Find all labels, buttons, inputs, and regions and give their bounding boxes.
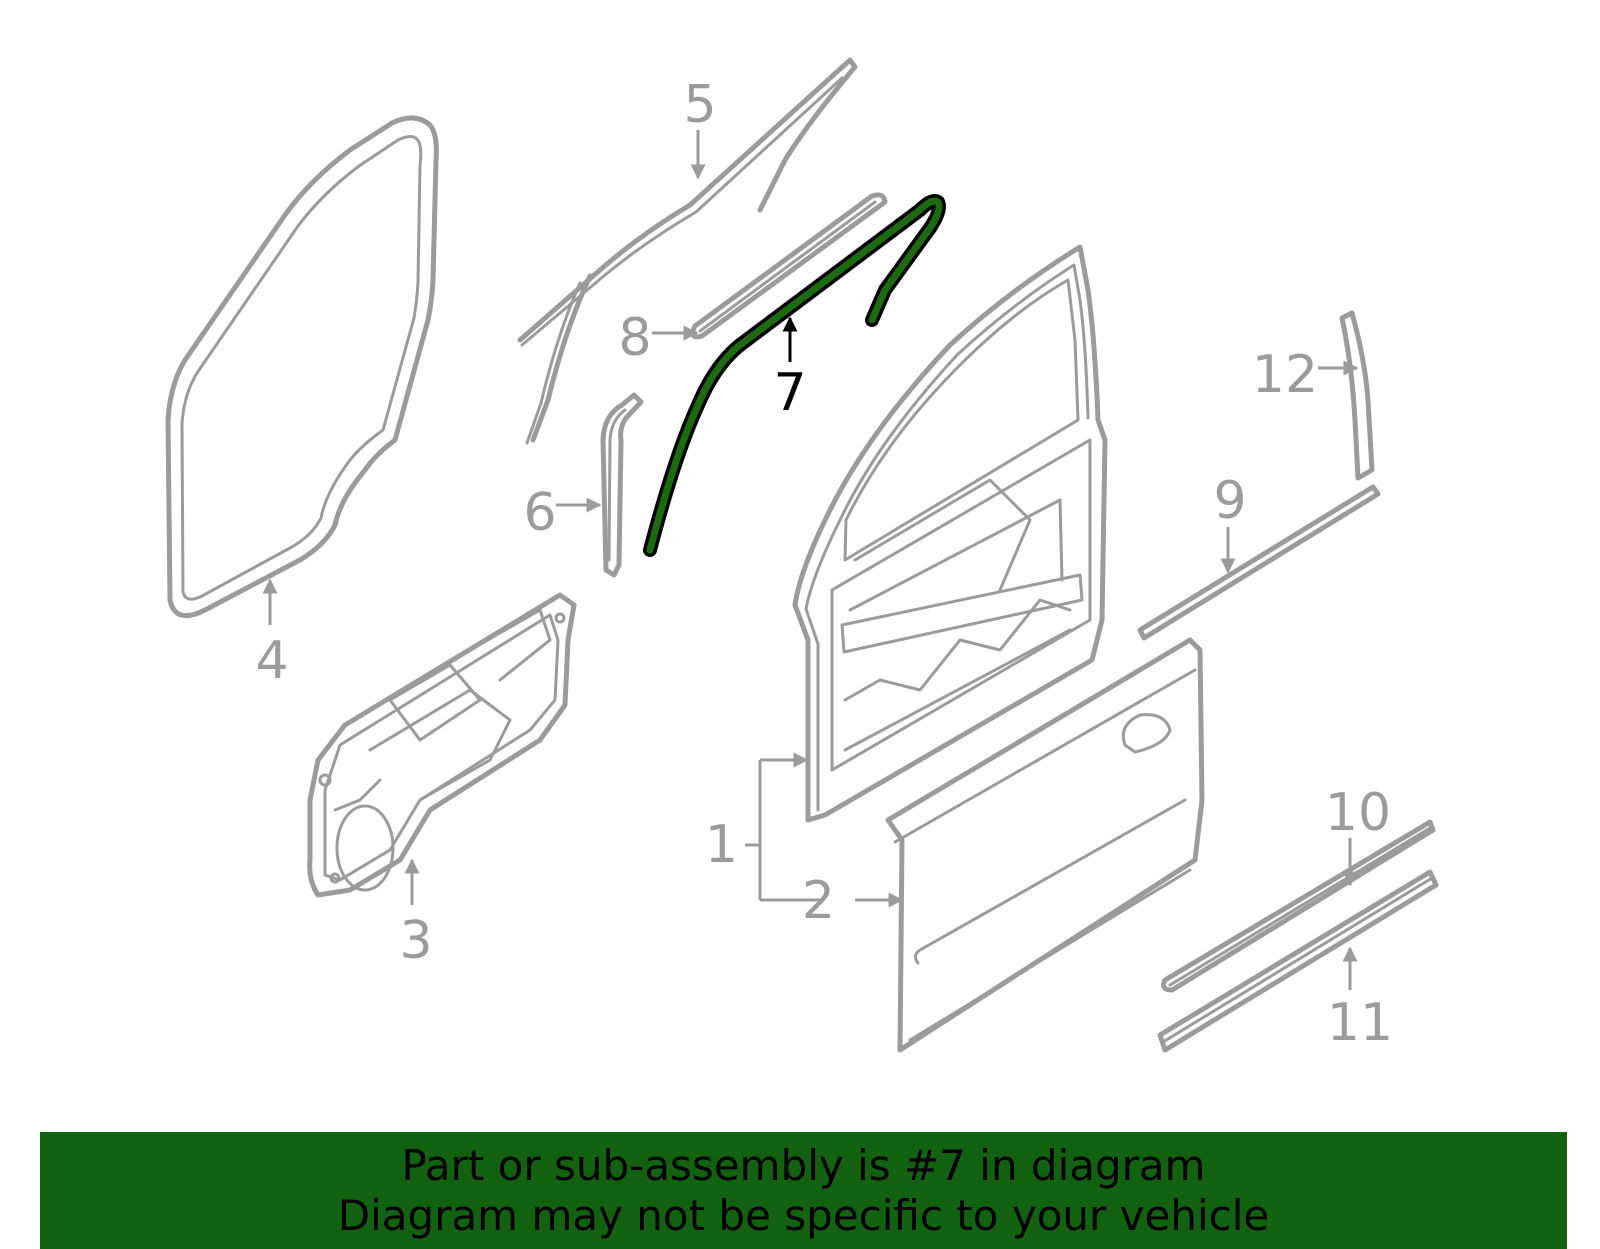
callout-3: 3 bbox=[399, 858, 433, 971]
part-11-rocker-molding[interactable] bbox=[1157, 869, 1439, 1053]
callout-11: 11 bbox=[1327, 946, 1393, 1053]
banner-line-2: Diagram may not be specific to your vehi… bbox=[337, 1190, 1270, 1240]
callout-7-label: 7 bbox=[773, 363, 806, 423]
part-4-door-weatherstrip[interactable] bbox=[165, 115, 439, 619]
callout-6-label: 6 bbox=[523, 483, 556, 543]
callout-1: 1 bbox=[705, 752, 809, 900]
part-9-belt-weatherstrip[interactable] bbox=[1137, 484, 1381, 641]
part-3-door-module[interactable] bbox=[307, 592, 577, 898]
callout-5-label: 5 bbox=[683, 75, 716, 135]
callout-5: 5 bbox=[683, 75, 717, 180]
callout-4: 4 bbox=[255, 578, 289, 691]
part-1-door-shell[interactable] bbox=[792, 244, 1108, 823]
info-banner: Part or sub-assembly is #7 in diagram Di… bbox=[40, 1132, 1567, 1249]
callout-8-label: 8 bbox=[618, 308, 651, 368]
part-6-front-channel[interactable] bbox=[600, 392, 644, 578]
part-7-glass-run-channel[interactable] bbox=[643, 194, 946, 557]
callout-9-label: 9 bbox=[1213, 471, 1246, 531]
callout-1-label: 1 bbox=[705, 815, 738, 875]
callout-3-label: 3 bbox=[399, 911, 432, 971]
callout-12-label: 12 bbox=[1252, 345, 1318, 405]
part-10-lower-molding[interactable] bbox=[1161, 819, 1436, 993]
callout-12: 12 bbox=[1252, 345, 1359, 405]
callout-6: 6 bbox=[523, 483, 602, 543]
callout-9: 9 bbox=[1213, 471, 1247, 574]
callout-8: 8 bbox=[618, 308, 699, 368]
callout-10-label: 10 bbox=[1325, 783, 1391, 843]
part-12-rear-channel[interactable] bbox=[1339, 310, 1375, 481]
banner-line-1: Part or sub-assembly is #7 in diagram bbox=[401, 1140, 1206, 1190]
part-5-glass-run-frame[interactable] bbox=[517, 57, 858, 445]
callout-10: 10 bbox=[1325, 783, 1391, 887]
callout-2: 2 bbox=[760, 871, 904, 931]
part-2-outer-door-skin[interactable] bbox=[885, 637, 1205, 1053]
callout-7: 7 bbox=[773, 316, 807, 423]
callout-4-label: 4 bbox=[255, 631, 288, 691]
callout-11-label: 11 bbox=[1327, 993, 1393, 1053]
